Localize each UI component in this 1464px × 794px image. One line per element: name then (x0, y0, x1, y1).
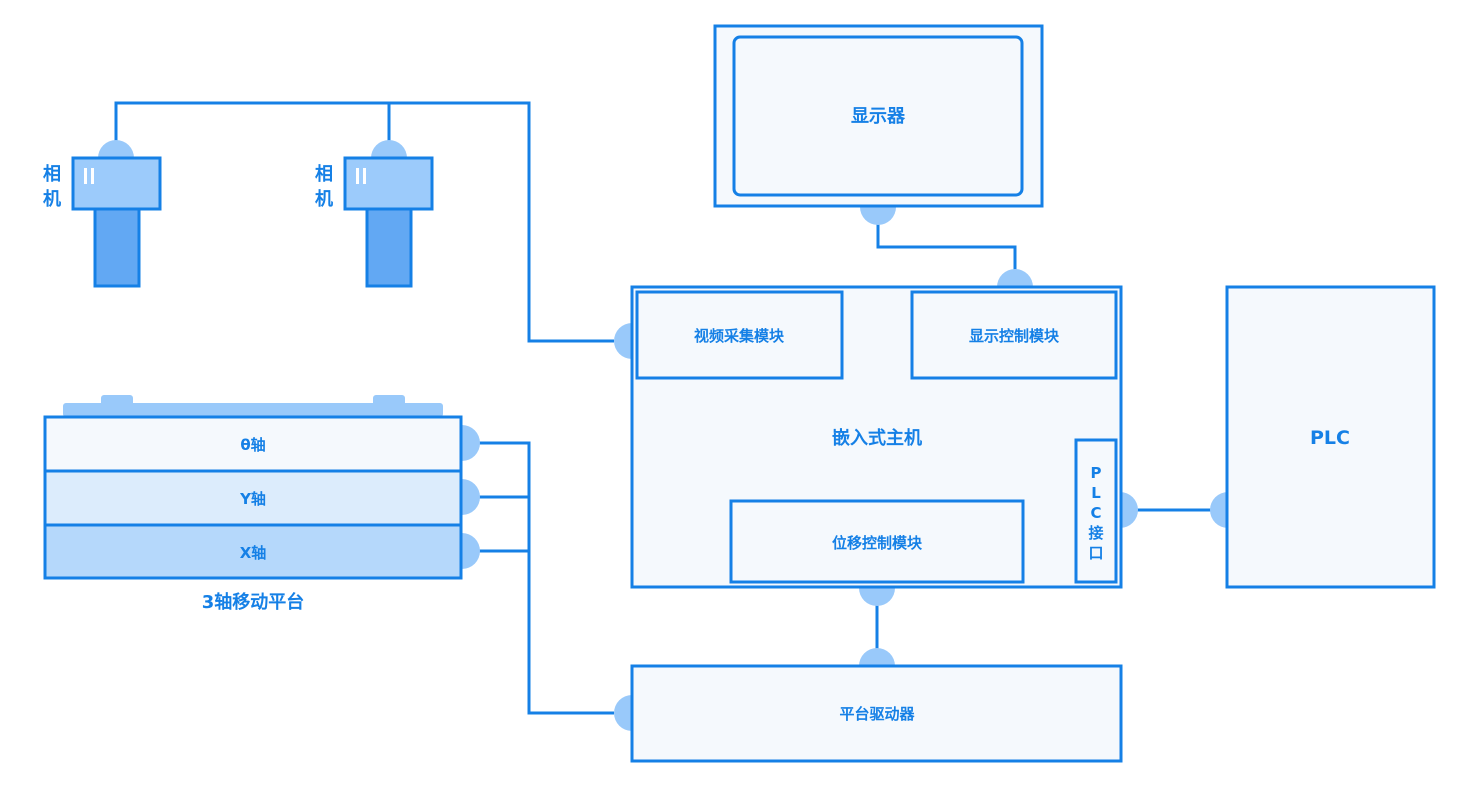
display-to-host-line (876, 207, 1017, 286)
display-ctrl-port (997, 269, 1033, 287)
camera2-port (371, 140, 407, 158)
motion-control-module (729, 499, 1025, 584)
connector-ports (98, 140, 1228, 731)
stage-y-layer (43, 469, 463, 527)
camera-highlight (84, 168, 87, 184)
driver-label: 平台驱动器 (839, 705, 915, 723)
plc-interface-char-4: 接 (1088, 524, 1103, 542)
plc-port (1210, 492, 1228, 528)
stage-theta-label: θ轴 (240, 436, 265, 454)
camera-1-label-char-1: 相 (43, 164, 61, 185)
plc-unit: PLC (1225, 285, 1436, 589)
driver-frame (630, 664, 1123, 763)
camera-2-label-char-1: 相 (315, 164, 333, 185)
camera1-port (98, 140, 134, 158)
display-port (860, 207, 896, 225)
camera-head (343, 156, 434, 211)
platform-driver: 平台驱动器 (630, 664, 1123, 763)
camera-highlight (363, 168, 366, 184)
video-port (614, 323, 632, 359)
stage-x-layer (43, 523, 463, 580)
host-bottom-port (859, 588, 895, 606)
stage-to-driver-line (462, 441, 614, 715)
camera-body (93, 206, 141, 288)
host-label: 嵌入式主机 (832, 427, 922, 449)
display-control-module (910, 290, 1118, 380)
plc-interface-char-1: P (1091, 464, 1102, 482)
display-screen (732, 35, 1024, 197)
display-control-module-label: 显示控制模块 (969, 327, 1060, 345)
stage-top-plate (63, 403, 443, 417)
camera-head (71, 156, 162, 211)
plc-interface-port (1120, 492, 1138, 528)
camera-1: 相 机 (43, 156, 162, 288)
driver-top-port (859, 648, 895, 666)
camera-body (365, 206, 413, 288)
motion-control-module-label: 位移控制模块 (832, 534, 923, 552)
camera-highlight (91, 168, 94, 184)
camera-2: 相 机 (315, 156, 434, 288)
video-capture-module (635, 290, 844, 380)
camera-1-label-char-2: 机 (43, 189, 61, 210)
stage-clamp (101, 395, 133, 407)
stage-clamp (373, 395, 405, 407)
camera-to-video-line (114, 101, 614, 343)
stage-theta-layer (43, 415, 463, 473)
display-monitor: 显示器 (713, 24, 1044, 208)
plc-interface-char-3: C (1090, 504, 1101, 522)
camera-2-label-char-2: 机 (315, 189, 333, 210)
theta-port (462, 425, 480, 461)
plc-frame (1225, 285, 1436, 589)
stage-y-label: Y轴 (239, 490, 266, 508)
y-port (462, 479, 480, 515)
camera-highlight (356, 168, 359, 184)
plc-interface-char-5: 口 (1088, 544, 1103, 562)
x-port (462, 533, 480, 569)
stage: θ轴 Y轴 X轴 3轴移动平台 (43, 395, 463, 613)
video-capture-module-label: 视频采集模块 (694, 327, 785, 345)
plc-interface-module (1074, 438, 1118, 584)
plc-interface-char-2: L (1091, 484, 1101, 502)
display-label: 显示器 (851, 106, 906, 127)
stage-title: 3轴移动平台 (202, 591, 305, 613)
embedded-host: 嵌入式主机 视频采集模块 显示控制模块 位移控制模块 P L C 接 口 (630, 285, 1123, 589)
stage-x-label: X轴 (240, 544, 267, 562)
driver-left-port (614, 695, 632, 731)
plc-label: PLC (1310, 427, 1350, 449)
